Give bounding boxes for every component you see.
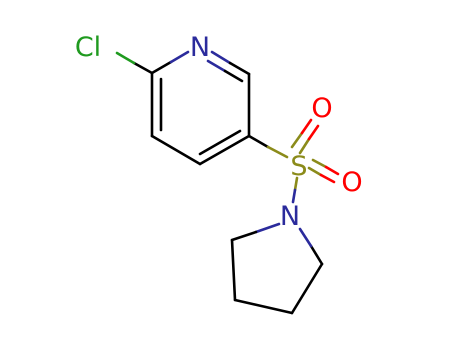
bond-n-ca-n-half [254, 222, 281, 234]
bond-c5-c4-inner [198, 129, 242, 156]
atom-label-cl: Cl [75, 32, 101, 63]
bond-s-oright-a-o [324, 165, 340, 176]
atom-label-o-top: O [311, 93, 332, 124]
bond-s-otop-a-o [300, 118, 313, 135]
s-o-top-bond [290, 118, 320, 155]
bond-c5-c4 [198, 134, 251, 166]
bond-n-c6-inner-c [223, 69, 244, 83]
bond-s-oright-a-s [311, 158, 328, 169]
atom-label-o-right: O [341, 167, 362, 198]
bond-s-otop-b-s [298, 137, 311, 155]
pyridine-ring [150, 50, 251, 166]
bond-n-c6 [210, 50, 232, 65]
bond-cc-cd [290, 262, 324, 315]
bond-c2-n-n-half [169, 50, 190, 64]
chloro-bond [115, 51, 154, 75]
bond-cd-n-n-half [298, 227, 313, 248]
bond-n-c6-c-half [228, 61, 251, 76]
bond-s-n-s-half [293, 176, 299, 192]
s-n-bond [291, 176, 299, 204]
bond-c5-s-s-half [266, 145, 289, 159]
sulfonyl-bond [247, 134, 289, 159]
bond-s-otop-a-s [290, 131, 304, 149]
bond-s-oright-b-o [319, 173, 336, 184]
bond-n-c6-inner [206, 59, 227, 73]
atom-label-s: S [290, 151, 307, 182]
bond-ca-cb [230, 238, 237, 302]
bond-c4-c3 [150, 134, 202, 166]
bond-cd-n-c-half [309, 244, 324, 266]
bond-c5-s-c-half [247, 134, 270, 149]
bond-c2-cl-c-half [132, 61, 154, 75]
bond-s-otop-b-o [307, 124, 320, 141]
bond-cb-cc [233, 298, 294, 315]
bond-s-n-n-half [291, 188, 297, 204]
pyrrolidine-ring [230, 222, 324, 315]
atom-label-n-pyrrolidine: N [280, 201, 300, 232]
bond-c2-n [150, 60, 173, 75]
bond-c2-cl-cl-half [115, 51, 136, 65]
s-o-right-bond [307, 158, 340, 184]
atom-label-n-ring: N [190, 32, 210, 63]
bond-n-ca-c-half [230, 230, 258, 242]
bond-s-oright-b-s [307, 166, 323, 177]
